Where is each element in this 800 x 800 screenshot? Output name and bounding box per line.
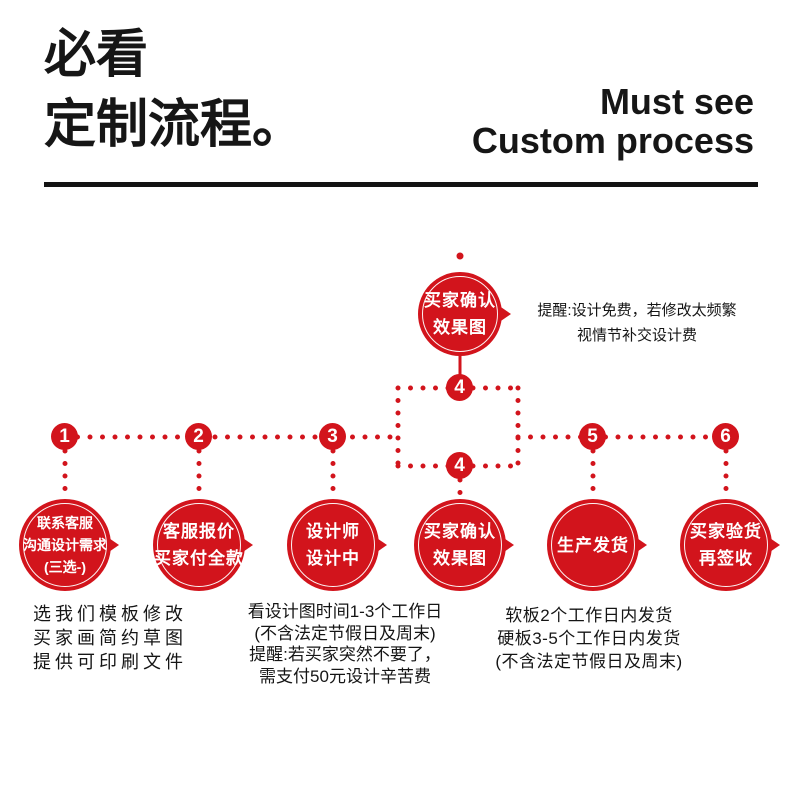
step-number-6: 6 bbox=[712, 423, 739, 450]
bubble-ring bbox=[157, 503, 241, 587]
bubble-step-1-contact-service: 联系客服 沟通设计需求 (三选-) bbox=[19, 499, 119, 591]
step-number-4: 4 bbox=[446, 452, 473, 479]
bubble-step-4-buyer-confirm: 买家确认 效果图 bbox=[414, 499, 514, 591]
bubble-label-line: 联系客服 bbox=[37, 515, 93, 531]
bubble-label: 生产发货 bbox=[547, 499, 639, 591]
note-line: 看设计图时间1-3个工作日 bbox=[247, 602, 443, 621]
step-number-4-loop-top: 4 bbox=[446, 374, 473, 401]
bubble-label-line: 再签收 bbox=[699, 549, 753, 568]
bubble-label-line: 效果图 bbox=[433, 318, 487, 337]
bubble-label-line: 客服报价 bbox=[163, 522, 235, 541]
top-bubble-antenna-dot bbox=[456, 252, 464, 260]
note-line: 提醒:设计免费，若修改太频繁 bbox=[537, 302, 737, 319]
step-number-1: 1 bbox=[51, 423, 78, 450]
step-number-3: 3 bbox=[319, 423, 346, 450]
bubble-step-5-production-shipping: 生产发货 bbox=[547, 499, 647, 591]
bubble-step-6-inspect-sign: 买家验货 再签收 bbox=[680, 499, 780, 591]
note-line: 软板2个工作日内发货 bbox=[505, 606, 673, 625]
bubble-label: 联系客服 沟通设计需求 (三选-) bbox=[19, 499, 111, 591]
page-subtitle-english: Must see Custom process bbox=[472, 82, 754, 160]
bubble-label: 买家确认 效果图 bbox=[418, 272, 502, 356]
note-design-time: 看设计图时间1-3个工作日 (不含法定节假日及周末) 提醒:若买家突然不要了， … bbox=[233, 601, 457, 687]
bubble-label: 设计师 设计中 bbox=[287, 499, 379, 591]
step-number-2: 2 bbox=[185, 423, 212, 450]
bubble-label-line: (三选-) bbox=[44, 559, 86, 575]
bubble-label-line: 设计中 bbox=[306, 549, 360, 568]
bubble-label-line: 买家确认 bbox=[424, 522, 496, 541]
step-number-5: 5 bbox=[579, 423, 606, 450]
note-line: 买家画简约草图 bbox=[33, 628, 187, 648]
bubble-label-line: 沟通设计需求 bbox=[23, 537, 107, 553]
design-fee-reminder-note: 提醒:设计免费，若修改太频繁 视情节补交设计费 bbox=[512, 298, 762, 348]
bubble-step-3-designer-working: 设计师 设计中 bbox=[287, 499, 387, 591]
bubble-step-2-quote-payment: 客服报价 买家付全款 bbox=[153, 499, 253, 591]
subtitle-line-1: Must see bbox=[599, 81, 754, 122]
page-title: 必看 定制流程。 bbox=[44, 20, 304, 160]
bubble-ring bbox=[418, 503, 502, 587]
note-shipping-time: 软板2个工作日内发货 硬板3-5个工作日内发货 (不含法定节假日及周末) bbox=[477, 604, 701, 673]
note-line: 需支付50元设计辛苦费 bbox=[259, 666, 431, 686]
bubble-ring bbox=[684, 503, 768, 587]
bubble-label-line: 效果图 bbox=[433, 549, 487, 568]
bubble-label-line: 生产发货 bbox=[557, 535, 629, 555]
note-line: 提供可印刷文件 bbox=[33, 652, 187, 672]
bubble-label-line: 买家验货 bbox=[690, 522, 762, 541]
bubble-label-line: 买家付全款 bbox=[154, 549, 244, 568]
subtitle-line-2: Custom process bbox=[471, 120, 754, 161]
title-line-1: 必看 bbox=[44, 26, 149, 84]
bubble-label-line: 设计师 bbox=[306, 522, 360, 541]
note-line: 选我们模板修改 bbox=[33, 604, 187, 624]
bubble-buyer-confirm-top: 买家确认 效果图 bbox=[418, 272, 511, 356]
header-divider bbox=[44, 182, 758, 187]
bubble-ring bbox=[23, 503, 107, 587]
note-line: (不含法定节假日及周末) bbox=[495, 652, 683, 671]
bubble-ring bbox=[291, 503, 375, 587]
title-line-2: 定制流程。 bbox=[44, 96, 305, 154]
bubble-label-line: 买家确认 bbox=[424, 291, 496, 310]
bubble-label: 客服报价 买家付全款 bbox=[153, 499, 245, 591]
bubble-ring bbox=[551, 503, 635, 587]
note-line: (不含法定节假日及周末) bbox=[254, 623, 436, 643]
bubble-label: 买家确认 效果图 bbox=[414, 499, 506, 591]
bubble-ring bbox=[422, 276, 498, 352]
note-line: 视情节补交设计费 bbox=[576, 327, 697, 344]
note-line: 硬板3-5个工作日内发货 bbox=[497, 629, 681, 648]
note-step1-options: 选我们模板修改 买家画简约草图 提供可印刷文件 bbox=[18, 602, 202, 674]
bubble-label: 买家验货 再签收 bbox=[680, 499, 772, 591]
note-line: 提醒:若买家突然不要了， bbox=[249, 645, 441, 664]
